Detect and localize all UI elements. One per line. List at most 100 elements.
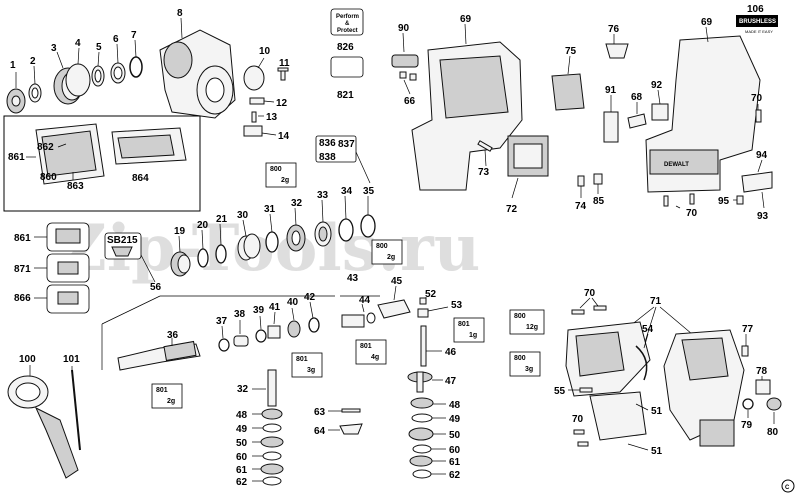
part-label-32a: 32 xyxy=(291,198,303,209)
part-95-screw xyxy=(733,195,744,205)
grease-badge-3: 801 3g xyxy=(291,352,323,378)
svg-text:4g: 4g xyxy=(371,354,379,361)
part-2-ring xyxy=(28,65,42,103)
part-69b-housing-right: DEWALT xyxy=(645,26,761,193)
part-19-sleeve xyxy=(170,235,191,277)
svg-text:Perform: Perform xyxy=(336,14,359,20)
part-61b-bearing xyxy=(409,455,446,467)
part-101-depth-rod xyxy=(71,366,81,451)
part-50b-gear xyxy=(408,427,446,441)
part-31-ring xyxy=(265,213,279,253)
part-label-860: 860 xyxy=(40,172,57,183)
copyright-mark: C xyxy=(781,479,795,493)
part-label-40: 40 xyxy=(287,297,299,308)
part-label-90: 90 xyxy=(398,23,410,34)
part-53-clip xyxy=(417,306,449,318)
part-label-80: 80 xyxy=(767,427,779,438)
part-8-gear-housing xyxy=(159,17,236,119)
part-gear-housing-left xyxy=(565,321,651,397)
svg-text:800: 800 xyxy=(270,166,282,173)
part-label-10: 10 xyxy=(259,46,271,57)
part-label-71: 71 xyxy=(650,296,662,307)
part-label-1: 1 xyxy=(10,60,16,71)
part-49a-ring xyxy=(252,423,282,433)
part-49b-ring xyxy=(411,413,446,423)
part-label-77: 77 xyxy=(742,324,754,335)
part-91-switch xyxy=(603,95,619,143)
part-label-73: 73 xyxy=(478,167,490,178)
part-label-70a: 70 xyxy=(751,93,763,104)
part-60b-ring xyxy=(412,444,446,454)
part-864-insert xyxy=(111,127,187,165)
part-48b-bearing xyxy=(410,397,446,409)
part-label-864: 864 xyxy=(132,173,149,184)
part-label-837: 837 xyxy=(338,139,355,150)
svg-text:800: 800 xyxy=(514,313,526,320)
svg-text:3g: 3g xyxy=(307,367,315,374)
part-861-case-icon xyxy=(46,222,90,252)
part-label-63: 63 xyxy=(314,407,326,418)
part-label-3: 3 xyxy=(51,43,57,54)
part-label-836: 836 xyxy=(319,138,336,149)
part-label-66: 66 xyxy=(404,96,416,107)
part-label-21: 21 xyxy=(216,214,228,225)
svg-text:2g: 2g xyxy=(387,254,395,261)
part-label-8: 8 xyxy=(177,8,183,19)
part-label-5: 5 xyxy=(96,42,102,53)
part-label-42: 42 xyxy=(304,292,316,303)
part-44-piston xyxy=(341,303,376,328)
part-5-spring xyxy=(91,51,105,87)
svg-text:801: 801 xyxy=(360,343,372,350)
part-36-spindle xyxy=(117,338,201,371)
part-79-ring xyxy=(742,398,754,418)
part-label-30: 30 xyxy=(237,210,249,221)
grease-badge-7: 800 12g xyxy=(509,309,545,335)
part-label-37: 37 xyxy=(216,316,228,327)
svg-text:&: & xyxy=(345,21,350,27)
part-label-2: 2 xyxy=(30,56,36,67)
part-label-48a: 48 xyxy=(236,410,248,421)
part-label-93: 93 xyxy=(757,211,769,222)
part-label-33: 33 xyxy=(317,190,329,201)
part-72-motor xyxy=(507,135,549,199)
part-label-72: 72 xyxy=(506,204,518,215)
part-label-101: 101 xyxy=(63,354,80,365)
part-68-spring xyxy=(627,102,647,129)
part-51-housing-bottom xyxy=(589,391,735,447)
part-35-ring xyxy=(360,196,376,238)
part-47-crank xyxy=(407,371,443,393)
part-label-91: 91 xyxy=(605,85,617,96)
part-80-washer xyxy=(766,397,782,424)
part-61a-bearing xyxy=(252,463,284,475)
part-label-76: 76 xyxy=(608,24,620,35)
svg-text:2g: 2g xyxy=(167,398,175,405)
part-label-871: 871 xyxy=(14,264,31,275)
part-label-100: 100 xyxy=(19,354,36,365)
part-label-41: 41 xyxy=(269,302,281,313)
part-label-39: 39 xyxy=(253,305,265,316)
part-label-44: 44 xyxy=(359,295,371,306)
part-label-36: 36 xyxy=(167,330,179,341)
part-label-49b: 49 xyxy=(449,414,461,425)
part-821-label xyxy=(330,56,364,78)
part-14-spring xyxy=(243,125,277,137)
part-label-861a: 861 xyxy=(8,152,25,163)
part-label-34: 34 xyxy=(341,186,353,197)
part-62b-ring xyxy=(412,469,446,479)
part-label-51b: 51 xyxy=(651,446,663,457)
part-871-battery-icon xyxy=(46,253,90,283)
part-label-43: 43 xyxy=(347,273,359,284)
part-94-cover xyxy=(741,159,773,193)
part-label-866: 866 xyxy=(14,293,31,304)
part-54-seal xyxy=(635,345,648,381)
part-label-64: 64 xyxy=(314,426,326,437)
dewalt-logo-text: DEWALT xyxy=(664,162,689,168)
part-73-pin xyxy=(477,140,493,167)
part-label-31: 31 xyxy=(264,204,276,215)
part-37-ring xyxy=(218,325,230,352)
part-32-gear xyxy=(286,207,306,252)
part-label-48b: 48 xyxy=(449,400,461,411)
part-90-switch xyxy=(391,32,419,68)
part-label-50b: 50 xyxy=(449,430,461,441)
part-label-32b: 32 xyxy=(237,384,249,395)
